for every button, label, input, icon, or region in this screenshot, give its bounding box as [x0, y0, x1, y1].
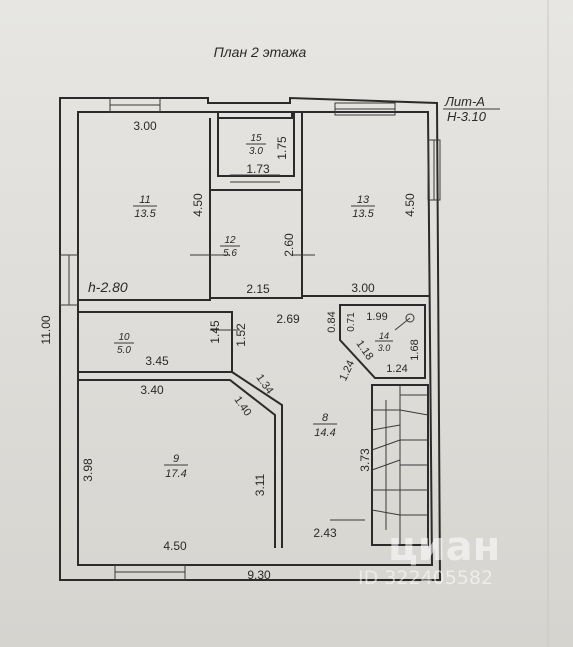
dim: 2.60 — [282, 233, 296, 257]
dim: 1.73 — [246, 162, 270, 176]
room-number: 10 — [118, 332, 130, 343]
room-number: 13 — [357, 194, 370, 206]
door-marks — [190, 174, 365, 521]
room-area: 13.5 — [352, 208, 374, 220]
dim: 11.00 — [39, 315, 53, 344]
dim: 2.43 — [313, 526, 337, 540]
fixture-icon — [405, 313, 415, 323]
dim: 0.84 — [326, 311, 338, 332]
dim: 3.11 — [253, 473, 267, 496]
room-number: 14 — [379, 331, 389, 341]
dimension-labels: 3.00 1.75 1.73 4.50 2.60 4.50 2.15 3.00 … — [39, 119, 421, 582]
dim: 3.45 — [145, 354, 169, 368]
dim: 1.75 — [275, 136, 289, 160]
room-number: 11 — [139, 194, 150, 206]
room-number: 8 — [322, 412, 329, 424]
dim: 1.99 — [366, 311, 387, 323]
dim: 3.98 — [81, 458, 95, 482]
lit-label: Лит-А — [444, 94, 485, 109]
dim: 1.40 — [231, 394, 253, 418]
windows — [59, 97, 441, 581]
dim: 4.50 — [191, 193, 205, 217]
room-area: 14.4 — [314, 427, 335, 439]
dim: 1.24 — [386, 363, 407, 375]
room-height: h-2.80 — [88, 279, 128, 295]
room-area: 13.5 — [134, 208, 156, 220]
room-area: 17.4 — [165, 468, 186, 480]
dim: 2.15 — [246, 282, 270, 296]
watermark-brand: циан — [388, 524, 500, 570]
watermark: циан ID 322405582 — [358, 524, 500, 589]
room-area: 3.0 — [249, 146, 263, 157]
dim: 3.00 — [133, 119, 157, 133]
plan-title: План 2 этажа — [214, 44, 307, 60]
dim: 1.68 — [409, 339, 421, 360]
watermark-id: ID 322405582 — [358, 567, 493, 589]
dim: 9.30 — [247, 568, 271, 582]
room-area: 5.6 — [223, 248, 237, 259]
dim: 1.45 — [208, 320, 222, 344]
dim: 3.73 — [358, 448, 372, 472]
dim: 2.69 — [276, 312, 300, 326]
dim: 4.50 — [163, 539, 187, 553]
dim: 1.34 — [253, 372, 275, 396]
dim: 3.00 — [351, 281, 375, 295]
dim: 0.71 — [346, 312, 357, 332]
dim: 3.40 — [140, 383, 164, 397]
room-number: 12 — [224, 235, 236, 246]
room-number: 15 — [250, 133, 262, 144]
room-area: 5.0 — [117, 345, 131, 356]
room-number: 9 — [173, 453, 179, 465]
dim: 4.50 — [403, 193, 417, 217]
dim: 1.52 — [234, 323, 248, 347]
room-area: 3.0 — [378, 343, 391, 353]
room-labels: 11 13.5 15 3.0 13 13.5 12 5.6 10 5.0 14 … — [114, 133, 393, 480]
staircase — [371, 385, 429, 545]
dim: 1.24 — [337, 358, 357, 382]
lit-height: H-3.10 — [447, 109, 487, 124]
